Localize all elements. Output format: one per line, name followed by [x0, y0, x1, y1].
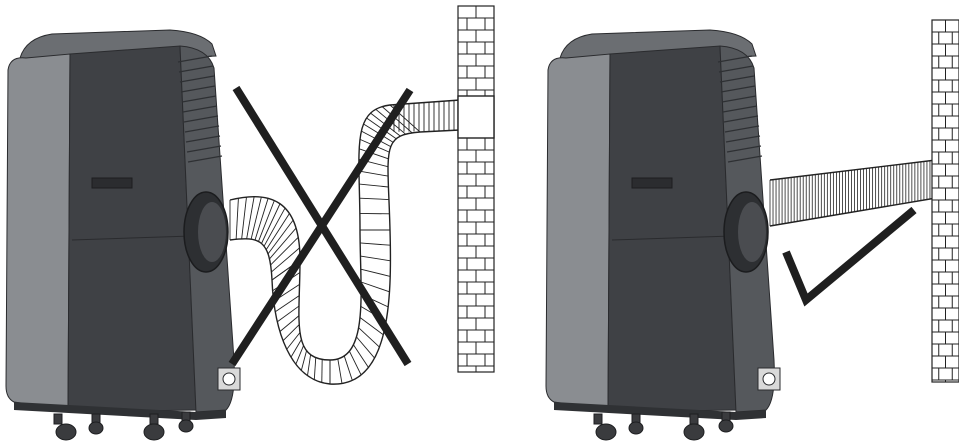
- correct-installation-panel: [546, 30, 959, 440]
- air-conditioner-unit: [6, 30, 240, 440]
- brick-wall-left: [458, 6, 494, 372]
- air-conditioner-unit: [546, 30, 780, 440]
- check-mark-icon: [786, 210, 914, 300]
- brick-wall: [458, 6, 494, 372]
- exhaust-hose-straight: [770, 154, 959, 226]
- brick-wall-right: [932, 20, 959, 382]
- incorrect-installation-panel: [6, 6, 494, 440]
- cross-mark-icon: [232, 88, 410, 364]
